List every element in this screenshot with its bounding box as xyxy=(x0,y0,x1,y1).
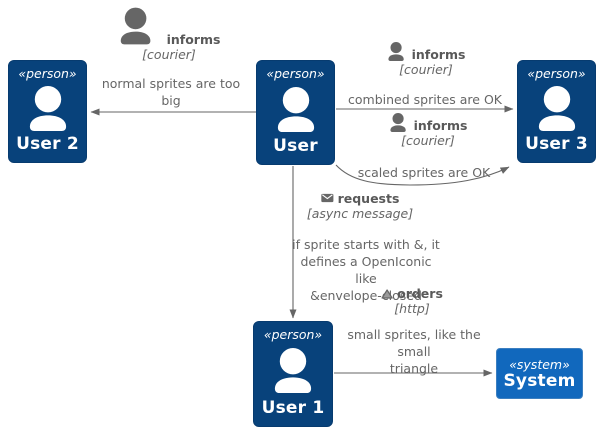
node-user1: «person» User 1 xyxy=(253,321,333,427)
rel-label-informs-courier-2: informs [courier] xyxy=(387,42,466,77)
rel-label-orders: orders [http] xyxy=(381,287,443,315)
node-user3: «person» User 3 xyxy=(517,60,596,163)
rel-name: requests xyxy=(337,191,400,206)
node-name: System xyxy=(503,370,576,391)
person-icon xyxy=(277,86,314,132)
rel-description: scaled sprites are OK xyxy=(357,165,491,180)
stereotype-label: «system» xyxy=(509,356,570,372)
rel-label-informs-courier-3: informs [courier] xyxy=(389,113,468,148)
rel-description: normal sprites are too big xyxy=(101,76,241,108)
rel-description: if sprite starts with &, it defines a Op… xyxy=(292,237,440,303)
stereotype-label: «person» xyxy=(263,327,323,342)
rel-technology: [courier] xyxy=(142,47,196,62)
stereotype-label: «person» xyxy=(527,66,586,81)
stereotype-label: «person» xyxy=(18,66,77,81)
person-sprite-small-icon xyxy=(390,113,406,132)
node-user2: «person» User 2 xyxy=(8,60,87,163)
rel-technology: [http] xyxy=(394,301,430,316)
rel-name: orders xyxy=(397,286,443,301)
person-sprite-small-icon xyxy=(388,42,404,61)
rel-technology: [courier] xyxy=(399,62,453,77)
node-name: User xyxy=(273,136,318,156)
node-name: User 1 xyxy=(261,398,325,418)
rel-description: small sprites, like the small triangle xyxy=(347,327,481,376)
rel-technology: [courier] xyxy=(401,133,455,148)
rel-name: informs xyxy=(166,32,221,47)
stereotype-label: «person» xyxy=(266,66,325,81)
person-icon xyxy=(274,348,312,393)
person-icon xyxy=(29,85,66,131)
rel-name: informs xyxy=(411,47,466,62)
rel-technology: [async message] xyxy=(306,206,414,221)
rel-name: informs xyxy=(413,118,468,133)
triangle-icon xyxy=(381,288,393,299)
person-sprite-large-icon xyxy=(120,7,151,45)
node-system: «system» System xyxy=(496,348,583,399)
envelope-icon xyxy=(321,193,334,203)
rel-description: combined sprites are OK xyxy=(348,92,502,107)
node-name: User 3 xyxy=(525,134,588,154)
person-icon xyxy=(538,85,575,131)
rel-label-informs-courier-1: informs [courier] xyxy=(118,6,221,62)
node-user: «person» User xyxy=(256,60,335,165)
edge-user-to-user3-scaled xyxy=(335,164,510,186)
rel-label-requests: requests [async message] xyxy=(307,192,413,220)
node-name: User 2 xyxy=(16,134,79,154)
